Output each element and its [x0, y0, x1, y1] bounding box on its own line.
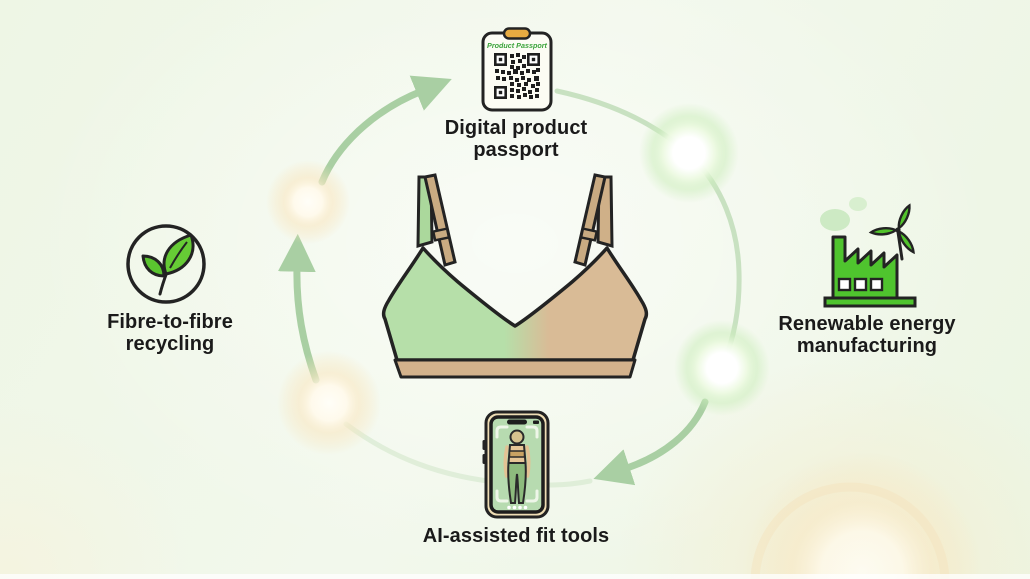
fit-scan-phone-icon — [482, 410, 550, 519]
qr-code — [494, 53, 540, 99]
bra-illustration — [381, 173, 649, 379]
factory-base — [823, 296, 917, 308]
glow-orb-left-top — [266, 160, 350, 244]
label-line: AI-assisted fit tools — [422, 525, 610, 547]
phone-battery-icon — [533, 420, 539, 424]
bra-adjuster-right — [579, 227, 599, 242]
screen-dots — [507, 505, 528, 510]
card-clip — [502, 27, 532, 40]
factory-window-1 — [837, 277, 852, 292]
label-ai-assisted-fit-tools: AI-assisted fit tools — [423, 525, 610, 547]
smoke-puff-large — [820, 209, 850, 231]
glow-orb-corner — [742, 452, 982, 579]
scanned-figure — [503, 429, 531, 504]
card-scribble-text: Product Passport — [487, 41, 548, 50]
label-line: Renewable energy — [778, 313, 956, 335]
bra-band — [393, 358, 637, 379]
label-fibre-to-fibre-recycling: Fibre-to-fibre recycling — [107, 311, 233, 355]
label-line: recycling — [125, 333, 215, 355]
leaf-big-vein — [169, 241, 188, 269]
arrow-left-to-top — [318, 75, 452, 186]
label-renewable-energy-manufacturing: Renewable energy manufacturing — [778, 313, 955, 357]
glow-orb-right-top — [639, 103, 739, 203]
smoke-puff-small — [849, 197, 867, 211]
arrow-right-to-bottom — [593, 398, 709, 486]
glow-orb-left-bottom — [277, 351, 381, 455]
turbine-pole — [896, 230, 904, 261]
leaf-recycle-icon — [126, 224, 206, 304]
label-line: Digital product — [444, 117, 588, 139]
bra-adjuster-left — [431, 227, 451, 242]
factory-icon — [820, 197, 917, 308]
glow-orb-right-bottom — [674, 320, 770, 416]
turbine-blades — [868, 203, 915, 255]
scan-brackets — [495, 425, 539, 503]
label-line: manufacturing — [796, 335, 938, 357]
label-digital-product-passport: Digital product passport — [445, 117, 588, 161]
leaf-small — [141, 254, 166, 278]
qr-passport-icon: Product Passport — [481, 27, 553, 112]
bottom-edge-strip — [0, 574, 1030, 579]
label-line: passport — [473, 139, 559, 161]
arc-top-right — [554, 88, 742, 366]
label-line: Fibre-to-fibre — [107, 311, 233, 333]
phone-notch — [507, 419, 527, 425]
factory-window-3 — [869, 277, 884, 292]
bra-cups — [381, 246, 649, 362]
factory-window-2 — [853, 277, 868, 292]
glow-ring-corner — [750, 482, 950, 579]
arc-bottom-left — [343, 421, 593, 488]
